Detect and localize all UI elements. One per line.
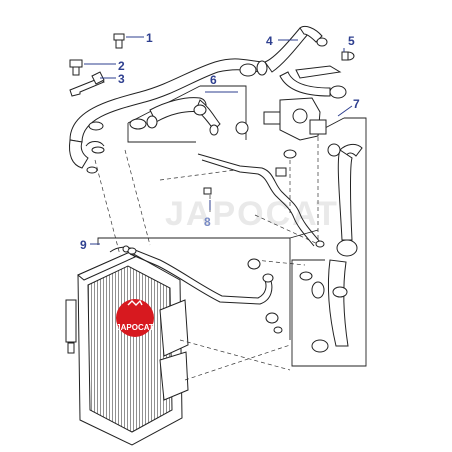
thermostat-housing xyxy=(239,60,327,141)
hose-4 xyxy=(264,25,355,99)
callout-9: 9 xyxy=(80,238,87,252)
callout-7: 7 xyxy=(353,97,360,111)
radiator xyxy=(65,245,189,446)
hose-group-7 xyxy=(299,143,363,353)
callout-5: 5 xyxy=(348,34,355,48)
japocat-logo: JAPOCAT xyxy=(116,299,154,337)
bracket-3 xyxy=(69,71,105,97)
bolt-2 xyxy=(69,59,83,76)
pipe-group-8 xyxy=(197,149,325,248)
callout-leaders xyxy=(84,36,353,245)
pipe-group-9 xyxy=(127,247,283,334)
callout-labels: 1 2 3 4 5 6 7 8 9 xyxy=(80,31,360,252)
hose-group-6 xyxy=(129,97,249,136)
logo-text: JAPOCAT xyxy=(116,323,154,332)
callout-6: 6 xyxy=(210,73,217,87)
callout-8: 8 xyxy=(204,215,211,229)
watermark-text: JAPOCAT xyxy=(165,195,339,233)
callout-2: 2 xyxy=(118,59,125,73)
callout-1: 1 xyxy=(146,31,153,45)
callout-3: 3 xyxy=(118,72,125,86)
bolt-1 xyxy=(113,33,125,49)
callout-4: 4 xyxy=(266,34,273,48)
